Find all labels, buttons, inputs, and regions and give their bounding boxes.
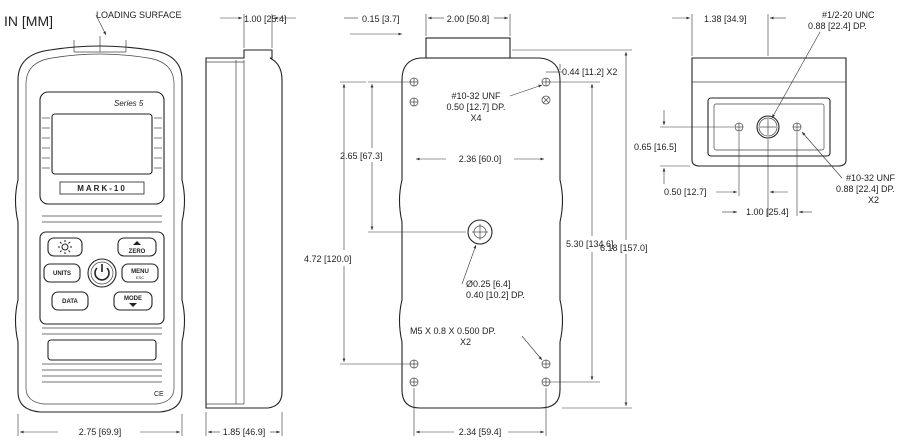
metric-callout-line1: M5 X 0.8 X 0.500 DP. bbox=[410, 326, 496, 336]
center-hole bbox=[467, 219, 493, 245]
back-dim-530: 5.30 [134.6] bbox=[566, 239, 614, 249]
top-body-outline bbox=[691, 57, 847, 167]
up-arrow-icon bbox=[133, 241, 141, 245]
front-width-dim: 2.75 [69.9] bbox=[79, 427, 122, 437]
svg-text:UNITS: UNITS bbox=[53, 271, 71, 277]
menu-button[interactable]: MENU ESC bbox=[121, 263, 159, 283]
mode-button[interactable]: MODE bbox=[113, 291, 153, 311]
brand-label: MARK-10 bbox=[77, 184, 127, 193]
top-dim-100: 1.00 [25.4] bbox=[746, 207, 789, 217]
back-top-left-dim: 0.15 [3.7] bbox=[362, 14, 400, 24]
sun-icon bbox=[58, 240, 72, 254]
back-bottom-dim: 2.34 [59.4] bbox=[459, 427, 502, 437]
backlight-button[interactable] bbox=[47, 237, 83, 257]
unc-callout-line1: #1/2-20 UNC bbox=[822, 10, 875, 20]
side-view: 1.00 [25.4] 1.85 [46.9] bbox=[205, 14, 296, 437]
data-button[interactable]: DATA bbox=[51, 291, 89, 311]
unf-callout-line3: X2 bbox=[868, 195, 879, 205]
front-view: Series 5 MARK-10 bbox=[14, 36, 186, 437]
power-icon bbox=[94, 267, 110, 281]
unc-hole bbox=[756, 115, 780, 139]
center-hole-dia: Ø0.25 [6.4] bbox=[466, 279, 511, 289]
unf-callout-line1: #10-32 UNF bbox=[846, 173, 896, 183]
back-dim-265: 2.65 [67.3] bbox=[340, 151, 383, 161]
lcd-screen bbox=[51, 113, 153, 175]
back-top-center-dim: 2.00 [50.8] bbox=[447, 14, 490, 24]
thread-callout-line3: X4 bbox=[470, 113, 481, 123]
side-body-outline bbox=[205, 49, 283, 409]
brand-badge bbox=[59, 181, 145, 195]
side-top-dim: 1.00 [25.4] bbox=[244, 14, 287, 24]
back-view: 2.00 [50.8] 0.15 [3.7] 0.44 [11.2] X2 #1… bbox=[304, 14, 648, 437]
back-dim-236: 2.36 [60.0] bbox=[459, 154, 502, 164]
top-dim-065: 0.65 [16.5] bbox=[634, 142, 677, 152]
display-grille bbox=[42, 117, 162, 169]
mount-holes bbox=[409, 77, 551, 387]
svg-text:DATA: DATA bbox=[62, 299, 78, 305]
unf-callout-line2: 0.88 [22.4] DP. bbox=[836, 184, 895, 194]
top-dim-050: 0.50 [12.7] bbox=[664, 187, 707, 197]
display-panel bbox=[39, 91, 165, 205]
series-label: Series 5 bbox=[114, 99, 144, 108]
label-strip bbox=[47, 339, 157, 361]
back-body-outline bbox=[398, 57, 564, 409]
metric-callout-line2: X2 bbox=[460, 337, 471, 347]
loading-surface-label: LOADING SURFACE bbox=[96, 10, 182, 20]
unc-callout-line2: 0.88 [22.4] DP. bbox=[808, 21, 867, 31]
unf-holes bbox=[734, 122, 802, 132]
back-dim-472: 4.72 [120.0] bbox=[304, 254, 352, 264]
thread-callout-line2: 0.50 [12.7] DP. bbox=[447, 102, 506, 112]
svg-text:MODE: MODE bbox=[124, 296, 142, 302]
center-hole-depth: 0.40 [10.2] DP. bbox=[466, 290, 525, 300]
power-button[interactable] bbox=[87, 258, 117, 288]
loading-surface-leader bbox=[95, 14, 107, 36]
down-arrow-icon bbox=[129, 303, 137, 307]
units-button[interactable]: UNITS bbox=[43, 263, 81, 283]
top-left-dim: 1.38 [34.9] bbox=[704, 14, 747, 24]
keypad-panel bbox=[39, 231, 165, 325]
ce-mark: CE bbox=[154, 391, 164, 398]
units-label: IN [MM] bbox=[4, 13, 53, 29]
gauge-body-outline bbox=[14, 45, 186, 413]
back-dim-618: 6.18 [157.0] bbox=[600, 243, 648, 253]
svg-text:MENU: MENU bbox=[131, 269, 149, 275]
svg-text:ESC: ESC bbox=[136, 275, 144, 280]
svg-text:ZERO: ZERO bbox=[129, 249, 146, 255]
side-bottom-dim: 1.85 [46.9] bbox=[223, 427, 266, 437]
lower-grille bbox=[42, 215, 162, 383]
thread-callout-line1: #10-32 UNF bbox=[451, 91, 501, 101]
zero-button[interactable]: ZERO bbox=[117, 237, 157, 257]
top-view: 1.38 [34.9] #1/2-20 UNC 0.88 [22.4] DP. … bbox=[634, 10, 896, 217]
back-top-right-dim: 0.44 [11.2] X2 bbox=[562, 67, 617, 77]
